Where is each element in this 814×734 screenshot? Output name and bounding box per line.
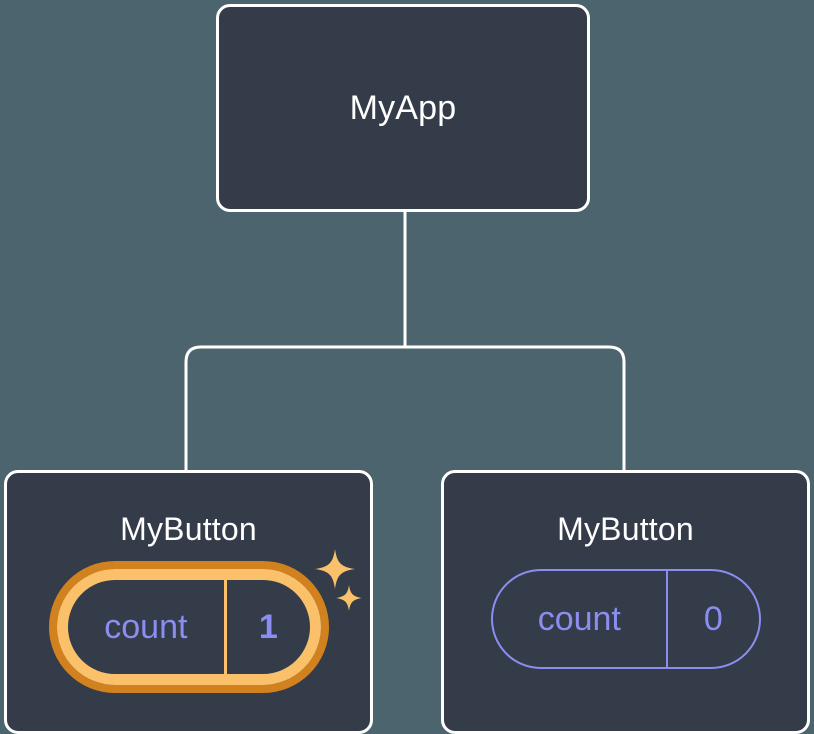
state-label: count — [537, 600, 621, 638]
connector-branch-left — [184, 345, 405, 470]
state-value: 0 — [666, 571, 758, 667]
state-pill[interactable]: count 0 — [490, 569, 761, 669]
sparkle-small-icon — [335, 585, 362, 611]
node-mybutton-left[interactable]: MyButton count 1 — [4, 470, 373, 734]
node-title: MyButton — [557, 511, 694, 547]
state-value: 1 — [224, 580, 309, 674]
node-myapp[interactable]: MyApp — [216, 4, 590, 212]
state-label: count — [104, 608, 188, 646]
node-title: MyApp — [349, 89, 457, 127]
state-pill-highlighted[interactable]: count 1 — [56, 569, 321, 685]
node-mybutton-right[interactable]: MyButton count 0 — [441, 470, 810, 734]
state-pill-wrap: count 1 — [56, 549, 362, 685]
sparkle-large-icon — [314, 549, 355, 589]
state-pill-wrap: count 0 — [490, 569, 761, 669]
node-title: MyButton — [120, 511, 257, 547]
connector-branch-right — [405, 345, 626, 470]
